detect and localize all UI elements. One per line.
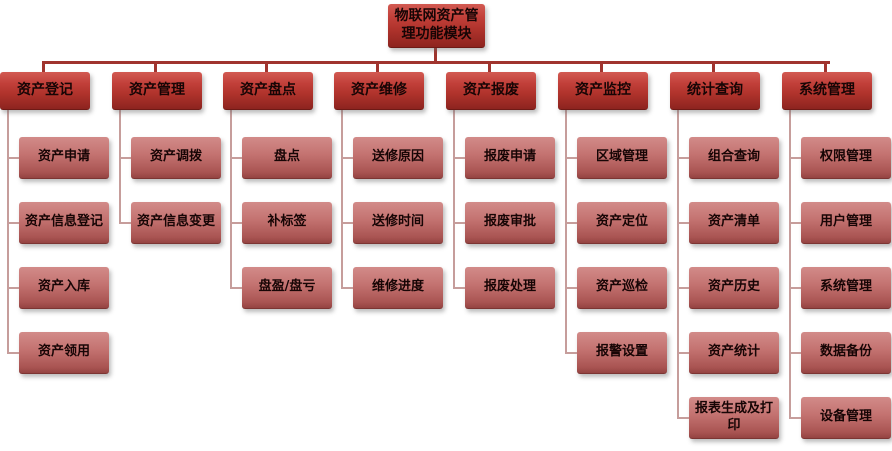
child-node: 资产定位 — [565, 202, 667, 244]
column-header: 资产监控 — [558, 61, 648, 110]
child-node: 报警设置 — [565, 332, 667, 374]
child-node: 资产入库 — [7, 267, 109, 309]
child-node: 资产信息登记 — [7, 202, 109, 244]
column-header: 资产维修 — [334, 61, 424, 110]
column-asset-management: 资产管理 资产调拨 资产信息变更 — [112, 61, 223, 451]
connector-line — [7, 109, 9, 353]
child-node: 权限管理 — [789, 137, 891, 179]
top-connector-bus — [43, 61, 830, 64]
child-node: 报废审批 — [453, 202, 555, 244]
child-node: 数据备份 — [789, 332, 891, 374]
child-node: 区域管理 — [565, 137, 667, 179]
child-node: 资产清单 — [677, 202, 779, 244]
connector-line — [453, 109, 455, 288]
column-statistics-query: 统计查询 组合查询 资产清单 资产历史 资产统计 报表生成及打印 — [670, 61, 781, 451]
child-node: 资产领用 — [7, 332, 109, 374]
column-asset-registration: 资产登记 资产申请 资产信息登记 资产入库 资产领用 — [0, 61, 111, 451]
connector-line — [677, 109, 679, 418]
child-node: 资产信息变更 — [119, 202, 221, 244]
column-header: 资产管理 — [112, 61, 202, 110]
child-node: 盘点 — [230, 137, 332, 179]
column-header: 资产盘点 — [223, 61, 313, 110]
child-node: 设备管理 — [789, 397, 891, 439]
child-node: 补标签 — [230, 202, 332, 244]
child-node: 维修进度 — [341, 267, 443, 309]
connector-line — [565, 109, 567, 353]
column-asset-repair: 资产维修 送修原因 送修时间 维修进度 — [334, 61, 445, 451]
column-header: 资产登记 — [0, 61, 90, 110]
root-node: 物联网资产管理功能模块 — [388, 4, 485, 48]
column-asset-inventory: 资产盘点 盘点 补标签 盘盈/盘亏 — [223, 61, 334, 451]
child-node: 送修原因 — [341, 137, 443, 179]
child-node: 资产统计 — [677, 332, 779, 374]
child-node: 报废处理 — [453, 267, 555, 309]
child-node: 用户管理 — [789, 202, 891, 244]
child-node: 资产巡检 — [565, 267, 667, 309]
child-node: 资产申请 — [7, 137, 109, 179]
child-node: 资产调拨 — [119, 137, 221, 179]
connector-line — [119, 109, 121, 223]
child-node: 系统管理 — [789, 267, 891, 309]
column-asset-monitoring: 资产监控 区域管理 资产定位 资产巡检 报警设置 — [558, 61, 669, 451]
connector-line — [789, 109, 791, 418]
child-node: 盘盈/盘亏 — [230, 267, 332, 309]
column-header: 统计查询 — [670, 61, 760, 110]
child-node: 资产历史 — [677, 267, 779, 309]
child-node: 组合查询 — [677, 137, 779, 179]
child-node: 送修时间 — [341, 202, 443, 244]
connector-line — [341, 109, 343, 288]
child-node: 报表生成及打印 — [677, 397, 779, 439]
column-header: 资产报废 — [446, 61, 536, 110]
column-asset-scrap: 资产报废 报废申请 报废审批 报废处理 — [446, 61, 557, 451]
column-header: 系统管理 — [782, 61, 872, 110]
child-node: 报废申请 — [453, 137, 555, 179]
column-system-management: 系统管理 权限管理 用户管理 系统管理 数据备份 设备管理 — [782, 61, 892, 451]
connector-line — [230, 109, 232, 288]
root-connector-stub — [434, 48, 437, 61]
